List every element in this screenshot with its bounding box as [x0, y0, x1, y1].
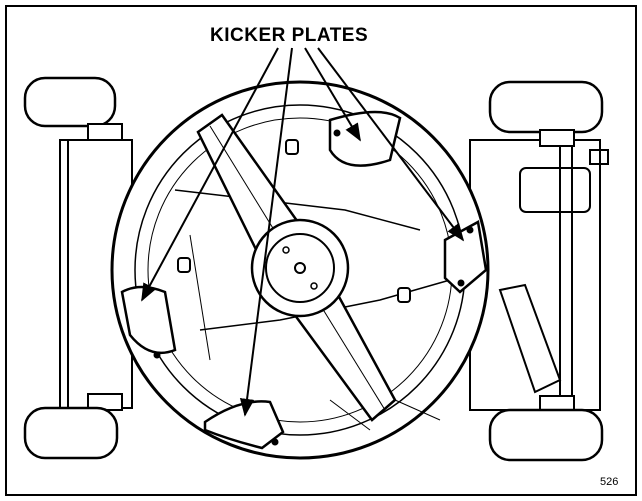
diagram-title: KICKER PLATES	[210, 25, 369, 46]
wheel-front-left	[23, 76, 123, 141]
kicker-plate-left	[120, 285, 177, 359]
leader-arrows	[141, 47, 465, 417]
wheel-front-right	[488, 80, 604, 147]
wheel-rear-right	[488, 395, 604, 462]
wheel-rear-left	[23, 393, 123, 460]
kicker-plate-top	[328, 110, 402, 167]
blade-hub	[250, 218, 350, 318]
figure-border	[5, 5, 637, 496]
kicker-plate-bottom	[203, 400, 285, 450]
figure-number: 526	[600, 476, 619, 488]
deck-bolts	[177, 139, 411, 303]
